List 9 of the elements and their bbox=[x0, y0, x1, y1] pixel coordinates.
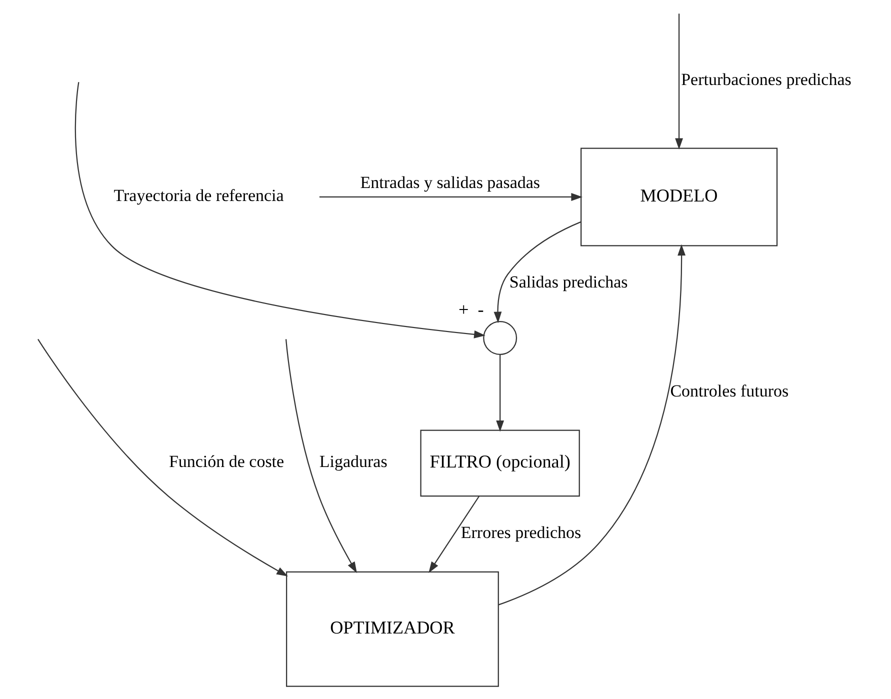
edge-label: Función de coste bbox=[168, 452, 284, 472]
edge-label: Ligaduras bbox=[319, 452, 388, 472]
edge-label: Trayectoria de referencia bbox=[114, 186, 284, 205]
edge-label: Controles futuros bbox=[670, 381, 789, 400]
node-label: + - bbox=[458, 300, 484, 320]
edge-label: Errores predichos bbox=[460, 522, 582, 542]
edge-label: Perturbaciones predichas bbox=[681, 70, 852, 89]
edge-label: Salidas predichas bbox=[509, 272, 628, 292]
edge-label: Entradas y salidas pasadas bbox=[360, 172, 540, 192]
